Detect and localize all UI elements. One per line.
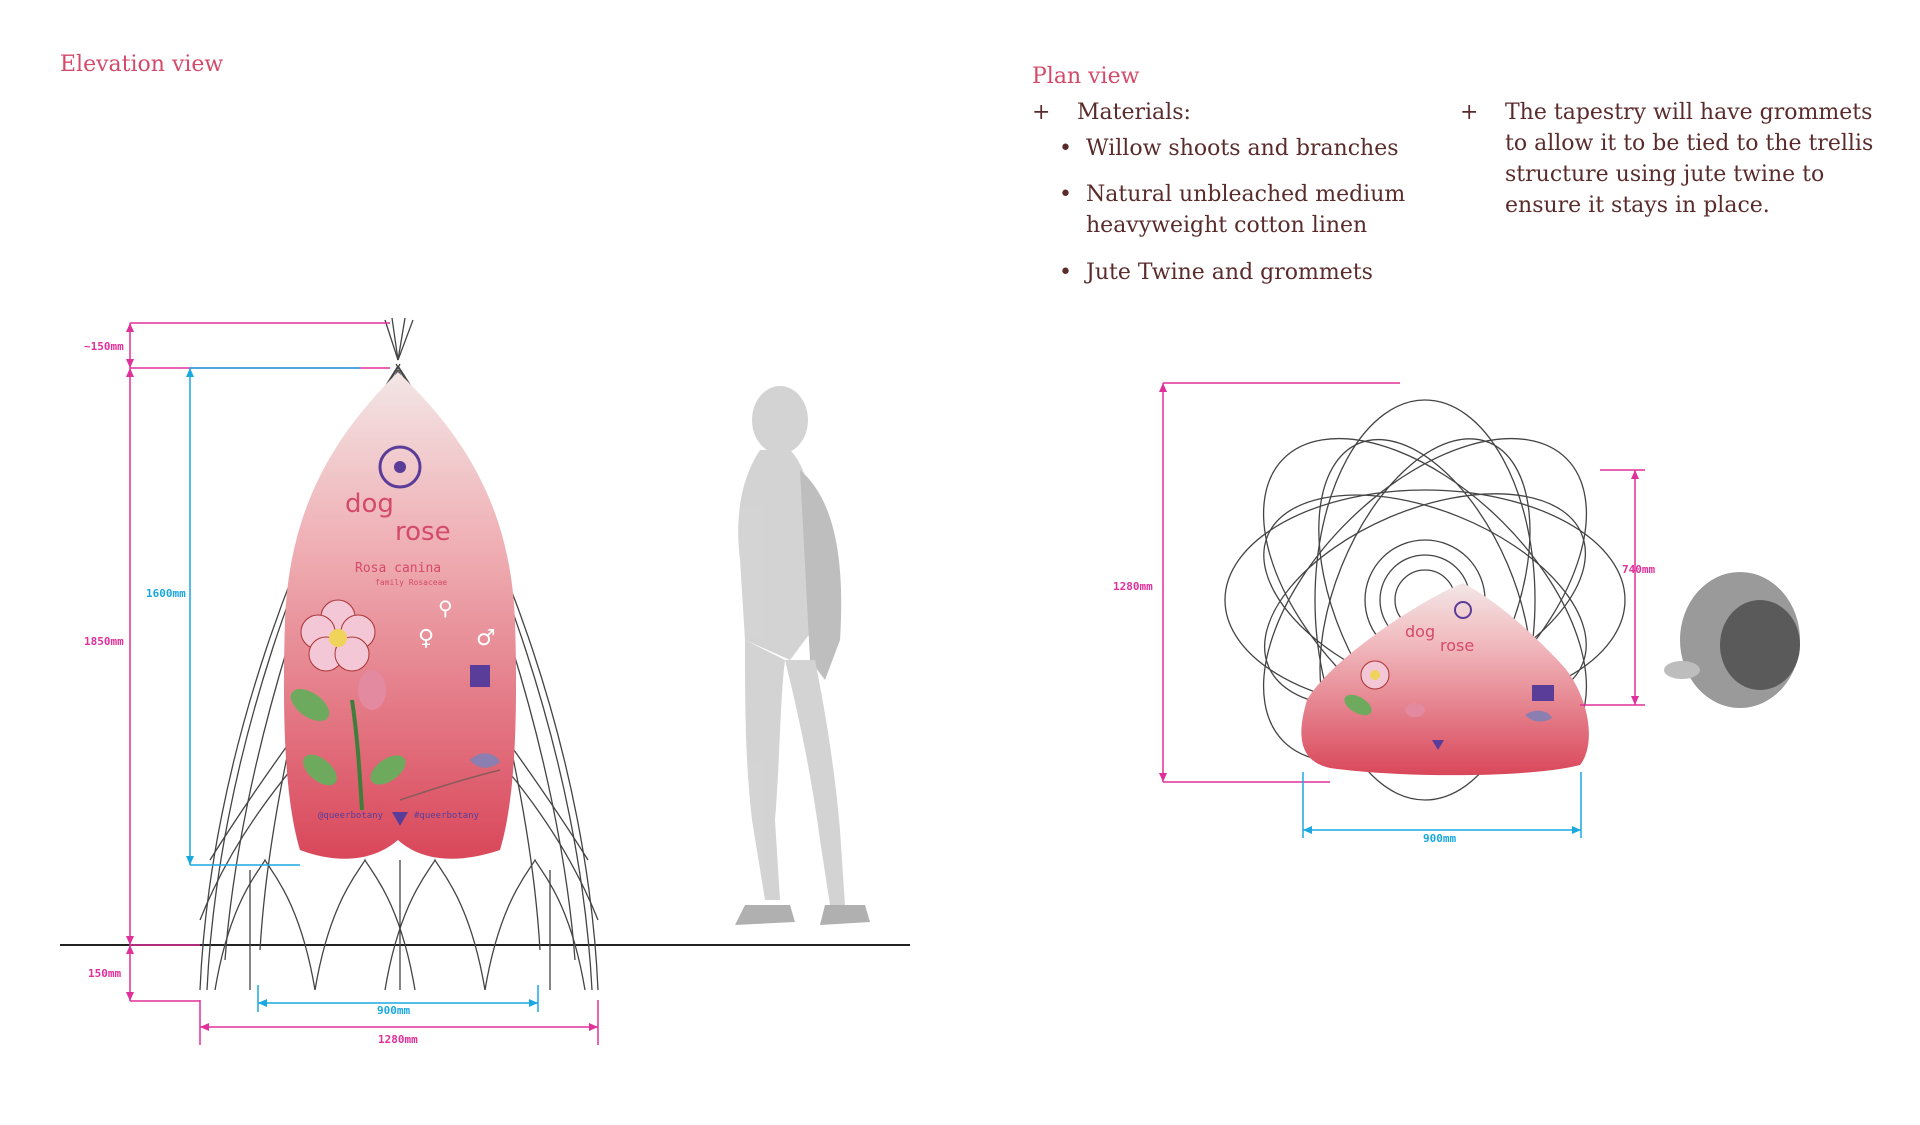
bud-icon: [1405, 703, 1425, 717]
person-top-view: [1664, 572, 1800, 708]
tapestry-elevation: [283, 372, 517, 859]
plan-tapestry-title-rose: rose: [1440, 636, 1474, 655]
dim-base: 150mm: [88, 967, 121, 980]
bullet-marker: •: [1059, 260, 1072, 285]
plan-dim-tapestry-depth: 740mm: [1622, 563, 1655, 576]
grommets-note-text: The tapestry will have grommets to allow…: [1505, 100, 1874, 218]
tapestry-plan: [1301, 583, 1589, 776]
tapestry-latin: Rosa canina: [355, 561, 441, 576]
plan-tapestry-title-dog: dog: [1405, 622, 1435, 641]
logo-mark-icon: [1432, 740, 1444, 750]
person-silhouette: [735, 386, 870, 925]
branch: [399, 769, 501, 801]
dim-tapestry-height: 1600mm: [146, 587, 186, 600]
plan-tapestry-width-arrows: [1303, 826, 1581, 834]
handle-at: @queerbotany: [318, 811, 384, 821]
plus-marker: +: [1460, 100, 1479, 125]
materials-list: + Materials: • Willow shoots and branche…: [1032, 97, 1452, 293]
mars-icon: ♂: [476, 626, 496, 651]
leaf-icon: [1344, 694, 1372, 716]
tapestry-dimensions: [189, 367, 539, 1012]
elevation-dimensions: [129, 322, 599, 1045]
bud-icon: [358, 670, 386, 710]
tapestry-title-rose: rose: [395, 517, 451, 547]
leaf-icon: [303, 754, 337, 786]
venus-icon: ♀: [418, 626, 434, 651]
plan-dimensions: [1162, 382, 1645, 783]
logo-mark-icon: [392, 812, 408, 826]
dim-top: ~150mm: [84, 340, 124, 353]
tapestry-family: family Rosaceae: [375, 578, 447, 587]
bird-icon: [1525, 710, 1552, 722]
qr-code-icon: [1532, 685, 1554, 701]
flower-logo-icon: [1454, 601, 1472, 619]
materials-item: Natural unbleached medium heavyweight co…: [1086, 182, 1406, 238]
handle-hash: #queerbotany: [414, 811, 480, 821]
flower-logo-icon: [378, 445, 422, 489]
plus-marker: +: [1032, 100, 1051, 125]
plan-dim-tapestry-width: 900mm: [1423, 832, 1456, 845]
materials-item: Jute Twine and grommets: [1086, 260, 1373, 285]
plan-dim-depth: 1280mm: [1113, 580, 1153, 593]
nonbinary-icon: ⚲: [438, 596, 453, 620]
leaf-icon: [290, 689, 330, 721]
tapestry-plan-art: dog rose: [1344, 601, 1554, 750]
dim-tapestry-width: 900mm: [377, 1004, 410, 1017]
qr-code-icon: [470, 665, 490, 687]
rose-stem: [350, 699, 364, 811]
bullet-marker: •: [1059, 136, 1072, 161]
tapestry-art: dog rose Rosa canina family Rosaceae ♀ ♂…: [290, 445, 501, 826]
bullet-marker: •: [1059, 182, 1072, 207]
rose-flower-icon: [300, 599, 376, 672]
elevation-dimension-arrows: [126, 323, 598, 1031]
materials-item: Willow shoots and branches: [1086, 136, 1399, 161]
plan-view-title: Plan view: [1032, 64, 1140, 89]
plan-dimension-arrows: [1159, 383, 1639, 782]
elevation-view-title: Elevation view: [60, 52, 224, 77]
tapestry-dimension-arrows: [186, 368, 538, 1007]
materials-heading: Materials:: [1077, 100, 1191, 125]
bird-icon: [470, 753, 500, 768]
dim-total-width: 1280mm: [378, 1033, 418, 1046]
leaf-icon: [370, 755, 406, 785]
dim-total-height: 1850mm: [84, 635, 124, 648]
plan-tapestry-width-dimension: [1302, 772, 1582, 838]
tapestry-title-dog: dog: [345, 489, 394, 519]
